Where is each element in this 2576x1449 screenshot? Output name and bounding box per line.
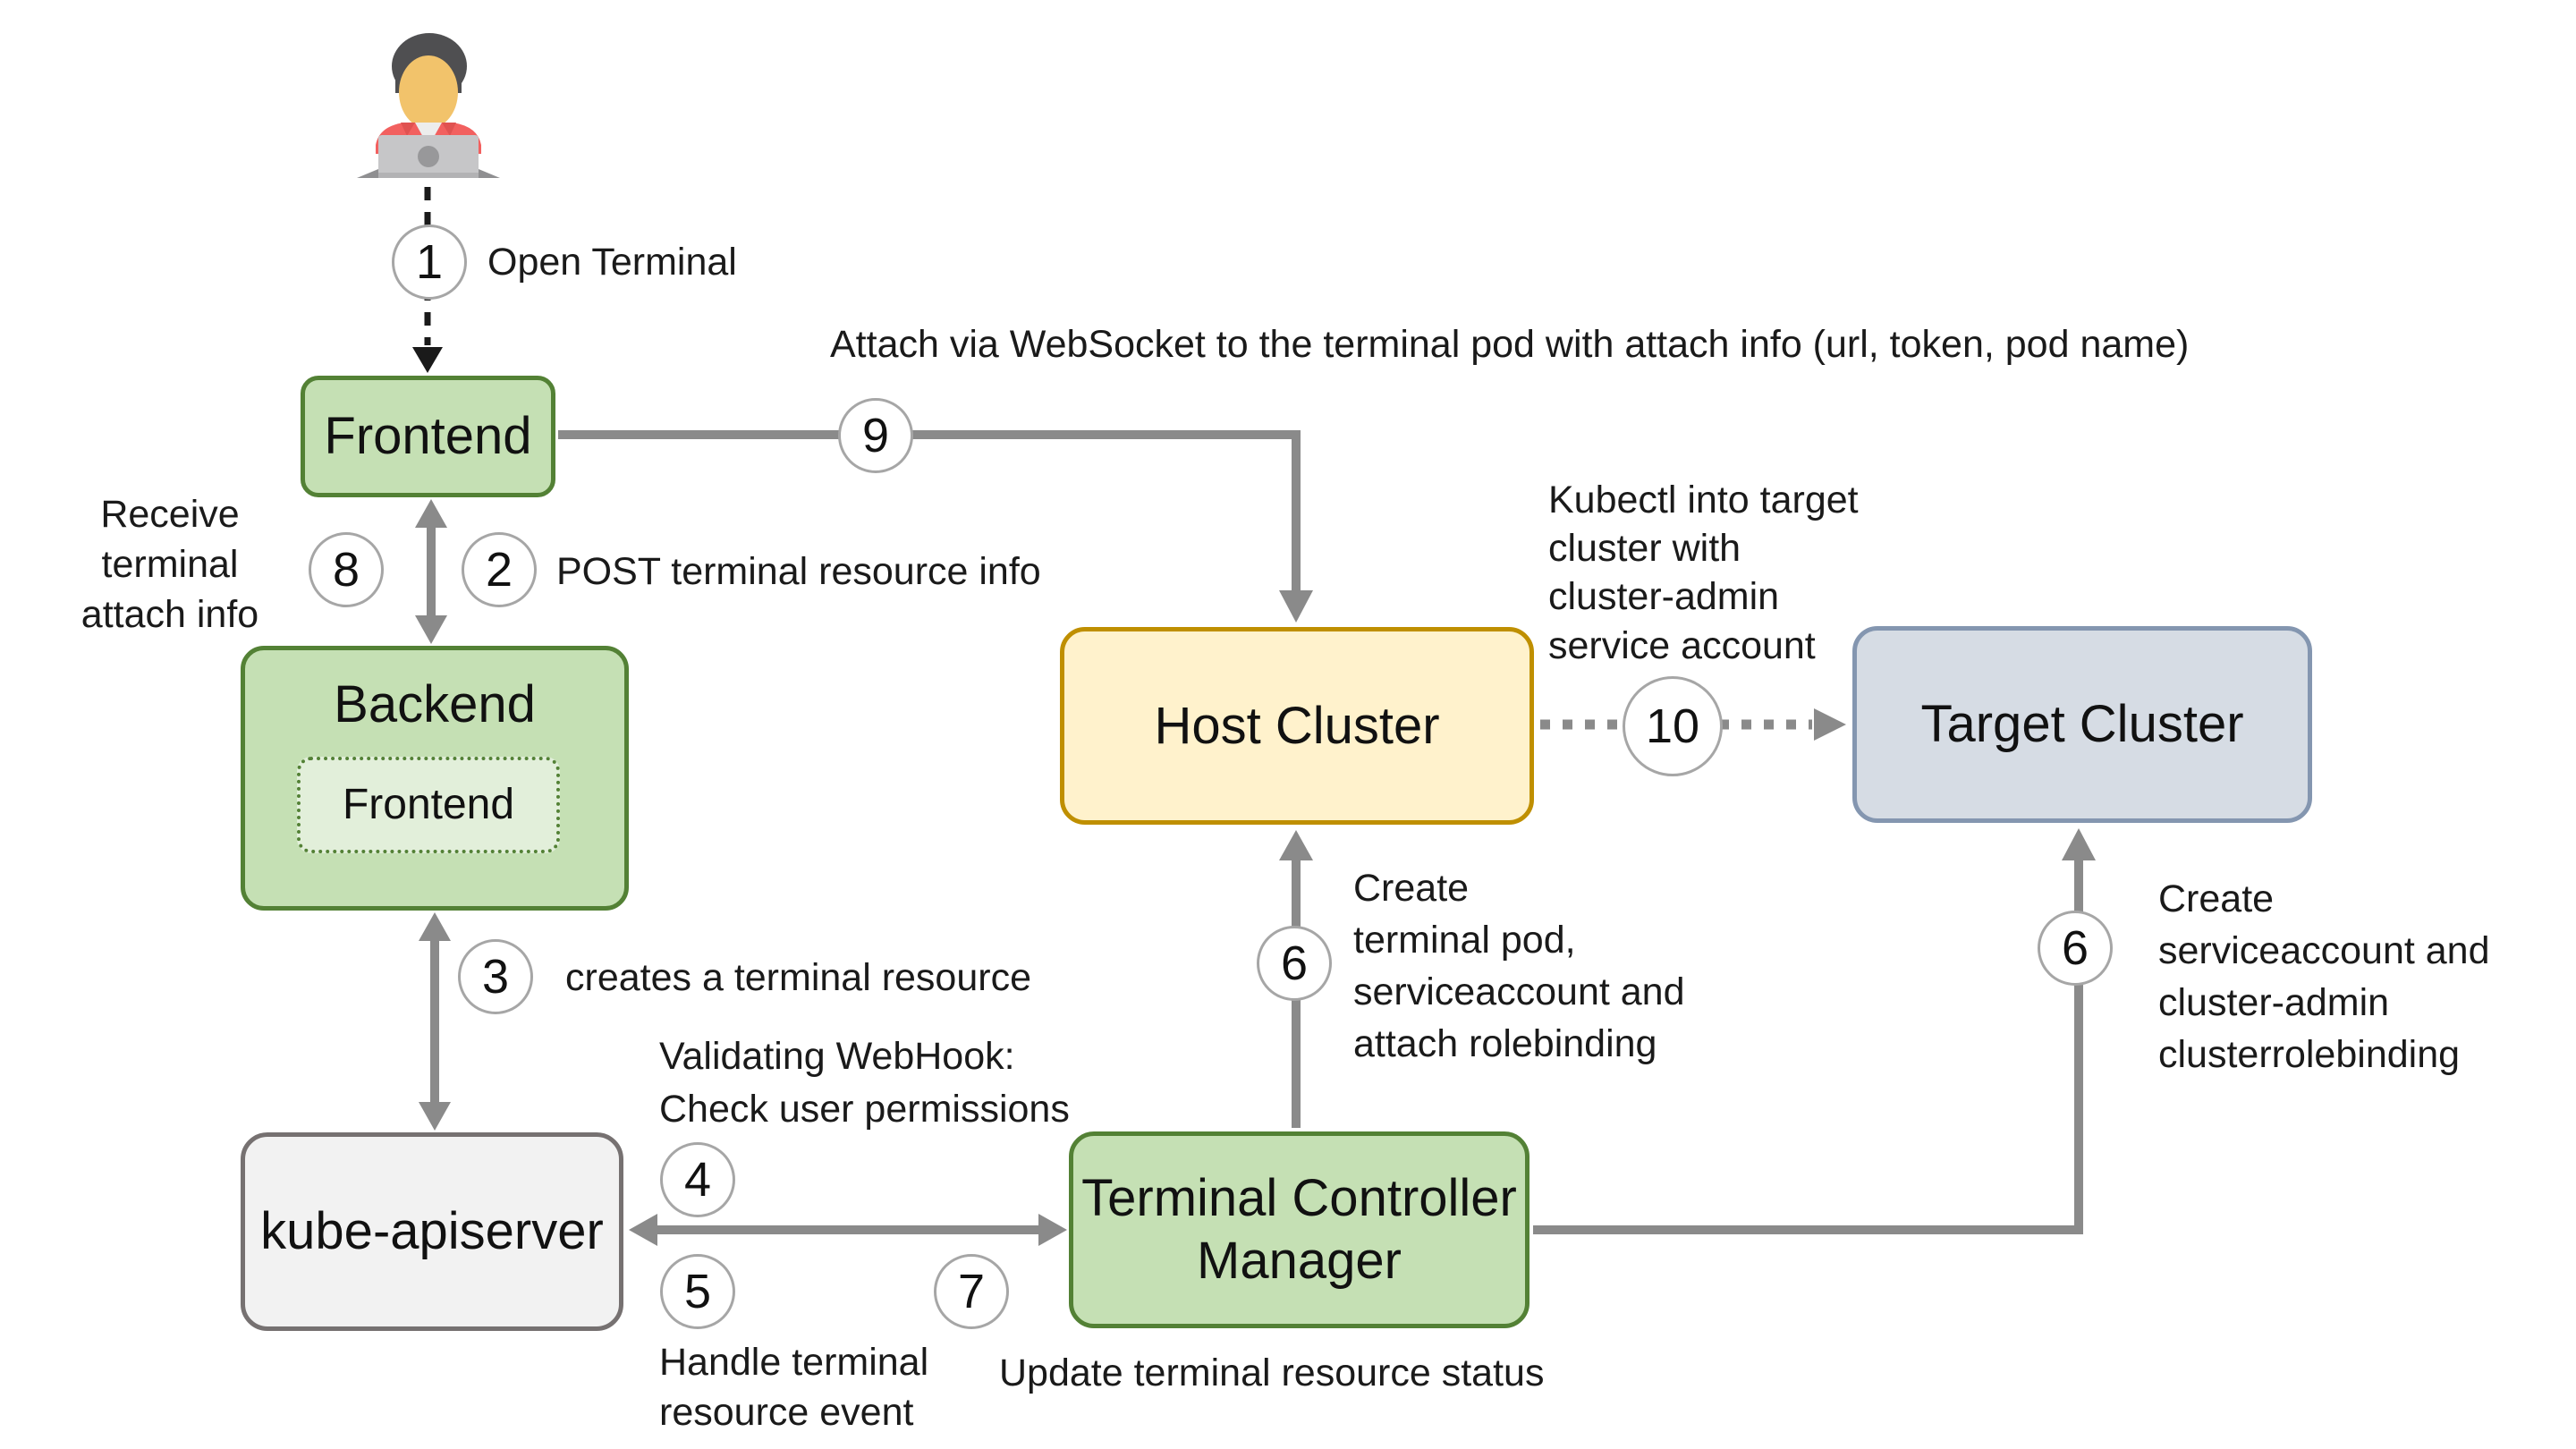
step-badge-2-number: 2 <box>485 543 513 597</box>
label-open-terminal: Open Terminal <box>487 241 737 284</box>
step-badge-5-number: 5 <box>683 1265 712 1318</box>
step-badge-10: 10 <box>1623 676 1723 776</box>
label-create-terminal-pod: Create terminal pod, serviceaccount and … <box>1353 867 1685 1066</box>
step-badge-10-number: 10 <box>1645 699 1700 753</box>
label-creates-terminal-resource: creates a terminal resource <box>565 956 1031 999</box>
step-badge-6-target-number: 6 <box>2061 921 2089 975</box>
label-kubectl-into-target: Kubectl into target cluster with cluster… <box>1548 479 1859 667</box>
node-target-cluster: Target Cluster <box>1852 626 2312 823</box>
edge-backend-apiserver <box>419 912 451 1131</box>
node-frontend: Frontend <box>301 376 555 497</box>
step-badge-4-number: 4 <box>683 1153 712 1207</box>
node-backend-label: Backend <box>334 675 536 733</box>
node-target-cluster-label: Target Cluster <box>1920 695 2244 754</box>
label-validating-webhook: Validating WebHook: Check user permissio… <box>659 1035 1070 1131</box>
edge-frontend-backend <box>415 499 447 644</box>
step-badge-9-number: 9 <box>861 409 890 462</box>
step-badge-8-number: 8 <box>332 543 360 597</box>
node-terminal-controller-manager-label: Terminal Controller Manager <box>1081 1169 1517 1290</box>
step-badge-1-number: 1 <box>415 235 444 289</box>
edge-websocket-attach <box>558 430 1313 623</box>
node-frontend-label: Frontend <box>324 407 532 466</box>
step-badge-2: 2 <box>462 532 537 607</box>
user-at-laptop-icon <box>357 33 500 178</box>
node-kube-apiserver: kube-apiserver <box>241 1132 623 1331</box>
step-badge-1: 1 <box>392 225 467 300</box>
node-kube-apiserver-label: kube-apiserver <box>260 1202 604 1261</box>
node-terminal-controller-manager: Terminal Controller Manager <box>1069 1131 1530 1328</box>
step-badge-3-number: 3 <box>481 950 510 1004</box>
label-post-terminal-info: POST terminal resource info <box>556 550 1041 593</box>
node-host-cluster-label: Host Cluster <box>1154 696 1440 755</box>
step-badge-9: 9 <box>838 398 913 473</box>
step-badge-7-number: 7 <box>957 1265 986 1318</box>
label-create-serviceaccount: Create serviceaccount and cluster-admin … <box>2158 877 2490 1077</box>
node-backend-inner-frontend-label: Frontend <box>342 781 515 829</box>
node-backend-inner-frontend: Frontend <box>297 757 560 853</box>
node-host-cluster: Host Cluster <box>1060 627 1534 825</box>
step-badge-6-host: 6 <box>1257 926 1332 1001</box>
step-badge-6-host-number: 6 <box>1280 936 1309 990</box>
step-badge-6-target: 6 <box>2038 911 2113 986</box>
step-badge-3: 3 <box>458 939 533 1014</box>
label-update-terminal-status: Update terminal resource status <box>999 1352 1545 1394</box>
edge-apiserver-controller <box>629 1214 1067 1246</box>
label-receive-attach-info: Receive terminal attach info <box>80 493 259 636</box>
step-badge-4: 4 <box>660 1142 735 1217</box>
label-attach-websocket: Attach via WebSocket to the terminal pod… <box>830 323 2190 366</box>
step-badge-7: 7 <box>934 1254 1009 1329</box>
label-handle-terminal-event: Handle terminal resource event <box>659 1341 929 1434</box>
step-badge-8: 8 <box>309 532 384 607</box>
step-badge-5: 5 <box>660 1254 735 1329</box>
